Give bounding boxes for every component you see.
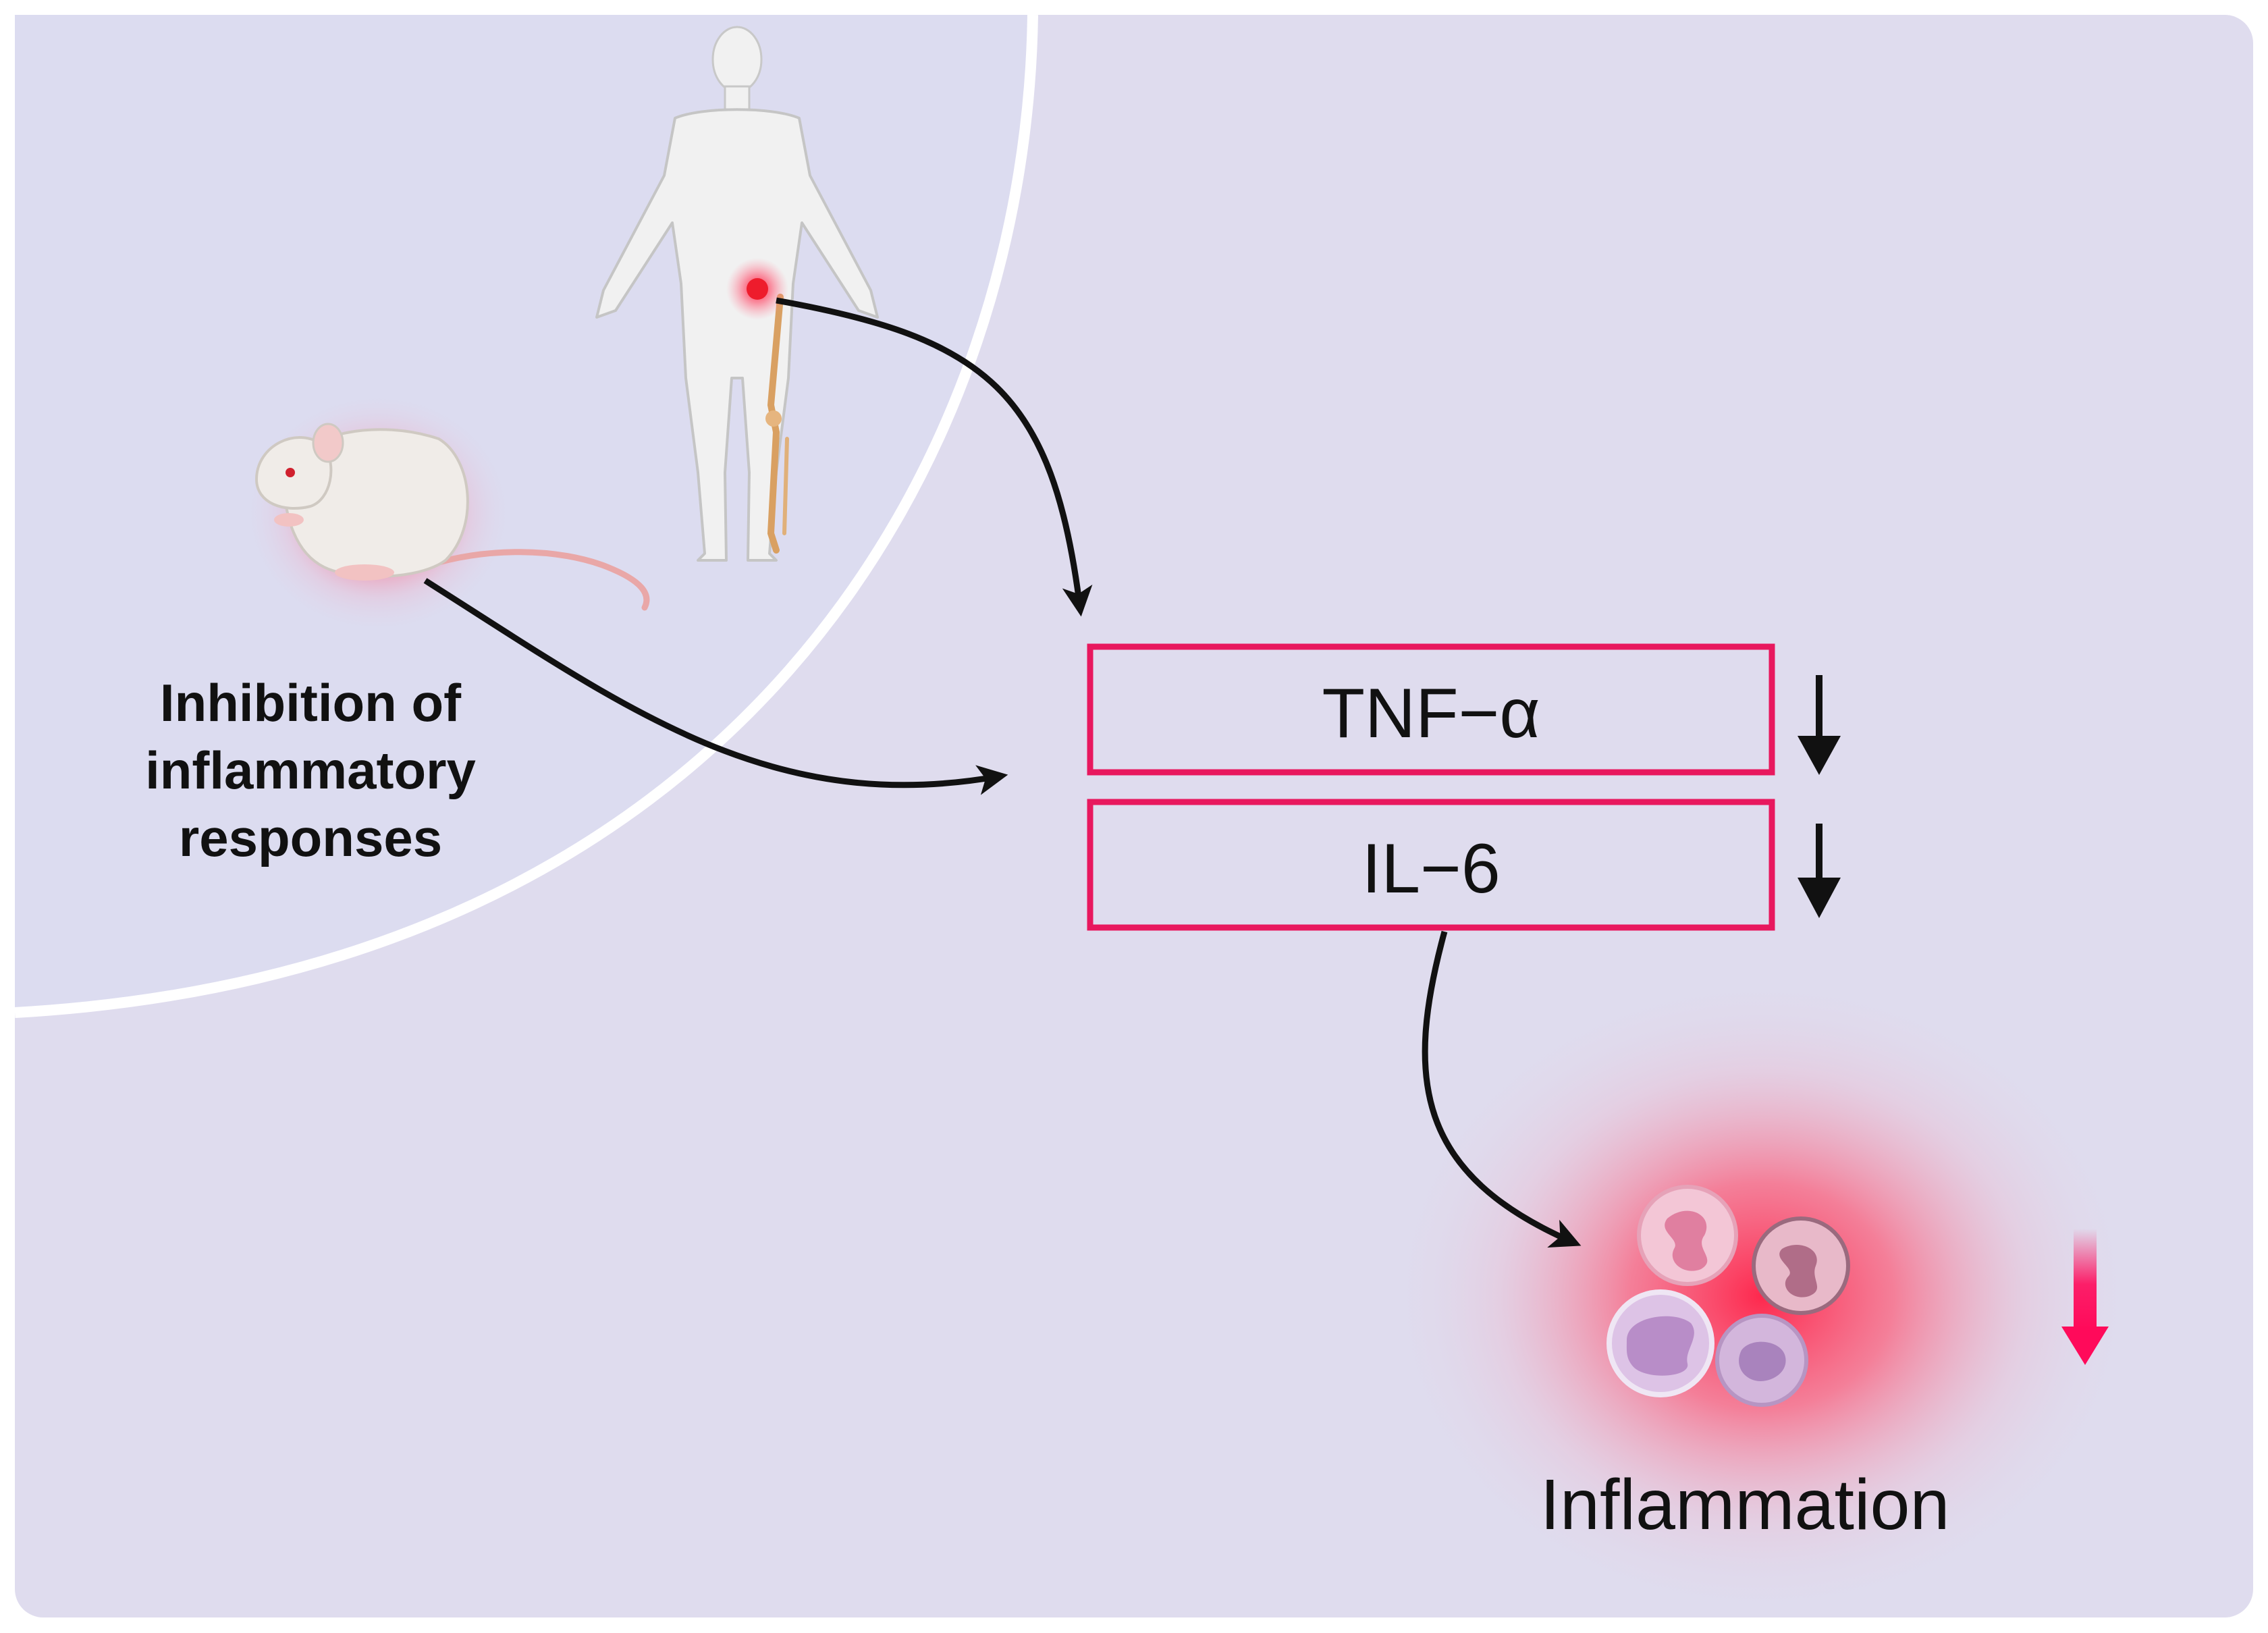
cell-bottom-right xyxy=(1715,1314,1808,1407)
arrow-il6-to-inflammation xyxy=(1422,930,1582,1248)
human-body-icon xyxy=(595,26,879,562)
rat-icon xyxy=(243,392,650,635)
inflammation-label: Inflammation xyxy=(1540,1465,1950,1545)
cell-top-left xyxy=(1637,1185,1738,1286)
cytokine-box-il6 xyxy=(1087,799,1775,931)
arrow-human-to-cytokines xyxy=(776,297,1093,617)
inflammation-glow xyxy=(1384,972,2140,1620)
cytokine-label-il6: IL−6 xyxy=(1361,830,1500,908)
decrease-arrow-tnf xyxy=(1798,675,1841,775)
decrease-arrow-il6 xyxy=(1798,824,1841,918)
left-label-line-1: Inhibition of xyxy=(160,673,462,732)
cell-top-right xyxy=(1752,1216,1850,1315)
arrow-rat-to-cytokines xyxy=(423,578,1008,795)
immune-cells-icon xyxy=(1606,1185,1850,1407)
left-label-line-2: inflammatory xyxy=(145,741,476,800)
cytokine-box-tnf xyxy=(1087,643,1775,776)
cytokine-label-tnf: TNF−α xyxy=(1322,674,1540,753)
region-divider xyxy=(14,14,1038,1018)
cell-bottom-left xyxy=(1606,1289,1714,1397)
left-label-line-3: responses xyxy=(179,808,442,867)
inflammation-decrease-arrow xyxy=(2061,1229,2109,1365)
